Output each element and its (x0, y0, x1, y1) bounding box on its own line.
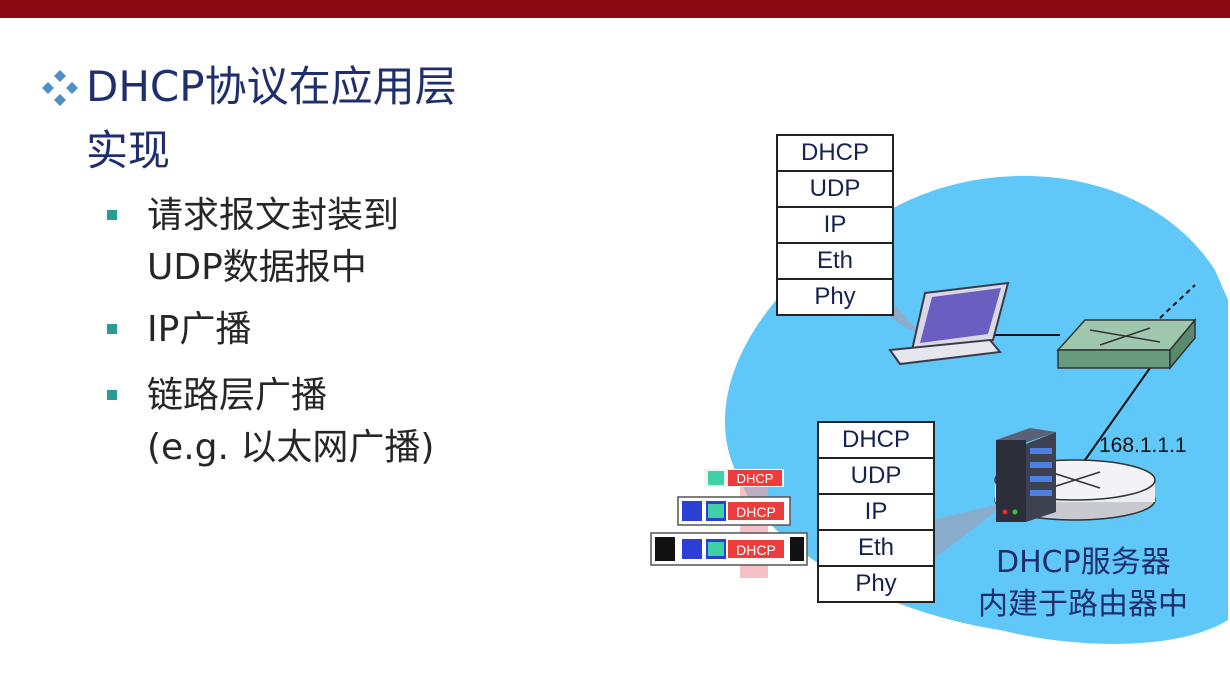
packet-ip (677, 496, 791, 526)
client-stack-layer: Phy (814, 283, 856, 310)
laptop-icon (888, 281, 1010, 366)
diamond-bullet-icon (42, 70, 78, 106)
server-icon (996, 428, 1056, 522)
server-stack-layer: Phy (855, 570, 897, 597)
packet-label-1: DHCP (737, 471, 774, 486)
slide-title-line1: DHCP协议在应用层 (86, 62, 457, 111)
bullet-2-line1: IP广播 (147, 309, 252, 350)
client-stack-layer: DHCP (778, 136, 892, 172)
server-stack-layer: DHCP (819, 423, 933, 459)
client-stack-layer: Eth (778, 244, 892, 280)
router-ip-address: 168.1.1.1 (1099, 434, 1187, 457)
client-stack-layer: IP (778, 208, 892, 244)
packet-ethernet (650, 532, 808, 566)
packet-application (704, 469, 784, 487)
bullet-1-line1: 请求报文封装到 (147, 195, 400, 236)
server-stack-layer: Eth (819, 531, 933, 567)
bullet-1-line2: UDP数据报中 (147, 247, 367, 288)
server-stack-layer: IP (819, 495, 933, 531)
bullet-square-icon (107, 390, 117, 400)
switch-icon (1056, 317, 1197, 371)
bullet-3-line1: 链路层广播 (147, 375, 328, 416)
server-caption-line2: 内建于路由器中 (978, 587, 1188, 622)
server-protocol-stack: DHCP UDP IP Eth Phy (817, 421, 935, 603)
top-bar (0, 0, 1230, 18)
slide-title-line2: 实现 (86, 126, 171, 175)
bullet-3-line2: (e.g. 以太网广播) (147, 427, 435, 468)
client-stack-layer: UDP (778, 172, 892, 208)
bullet-square-icon (107, 324, 117, 334)
packet-label-2: DHCP (736, 504, 776, 520)
bullet-square-icon (107, 210, 117, 220)
server-stack-layer: UDP (819, 459, 933, 495)
server-caption-line1: DHCP服务器 (996, 545, 1171, 580)
packet-label-3: DHCP (736, 542, 776, 558)
client-protocol-stack: DHCP UDP IP Eth Phy (776, 134, 894, 316)
